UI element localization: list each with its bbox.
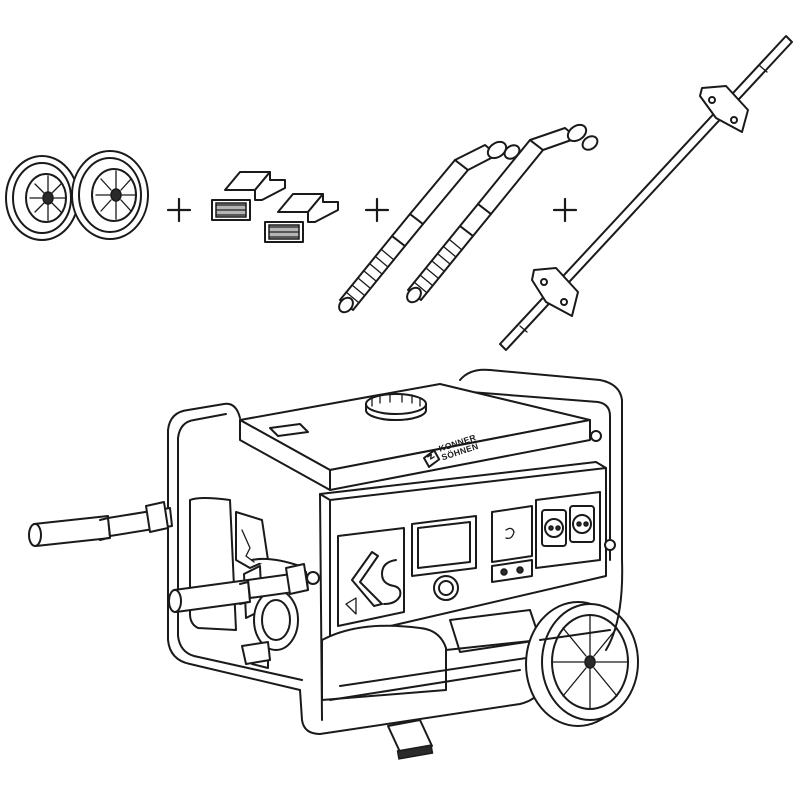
side-handle-upper-icon[interactable]	[28, 501, 173, 547]
wheels-pair-icon	[5, 150, 149, 241]
wheel-back-icon	[5, 155, 79, 241]
generator-icon: KONNER SÖHNEN	[28, 368, 639, 760]
breaker-knob-icon[interactable]	[433, 575, 459, 601]
foot-rear-icon	[241, 641, 271, 665]
switch-terminal-1[interactable]	[500, 568, 508, 576]
crankcase-icon	[321, 624, 447, 701]
socket-1-icon[interactable]	[541, 509, 567, 547]
switch-terminal-2[interactable]	[516, 566, 524, 574]
plus-icon-2	[364, 197, 390, 223]
mounted-wheel-icon	[525, 601, 639, 727]
sockets-group	[535, 491, 601, 569]
air-filter-icon	[189, 497, 237, 631]
side-handle-lower-icon[interactable]	[168, 563, 320, 613]
fuel-gauge-icon	[269, 423, 309, 437]
handle-1-icon	[338, 140, 521, 314]
fuel-cap-icon	[365, 393, 427, 421]
handle-2-icon	[406, 123, 599, 304]
foot-bracket-2-icon	[264, 193, 339, 243]
axle-bracket-bottom-icon	[531, 267, 579, 317]
handles-pair-icon	[338, 123, 599, 314]
plus-icon-3	[552, 197, 578, 223]
ks-logo-plate	[337, 527, 405, 627]
frame-top-left	[167, 402, 241, 431]
wheel-front-icon	[71, 150, 149, 240]
frame-back-rail	[459, 368, 623, 561]
plus-icon-1	[166, 197, 192, 223]
ground-terminal-icon[interactable]	[604, 539, 616, 551]
voltmeter-icon	[411, 515, 477, 577]
axle-bracket-top-icon	[699, 85, 749, 133]
axle-icon	[499, 35, 793, 351]
socket-2-icon[interactable]	[569, 505, 595, 543]
tank-bolt-icon	[590, 430, 602, 442]
switch-module	[491, 505, 533, 583]
foot-brackets-icon	[211, 171, 339, 243]
foot-front-icon	[387, 719, 434, 760]
foot-bracket-1-icon	[211, 171, 286, 221]
